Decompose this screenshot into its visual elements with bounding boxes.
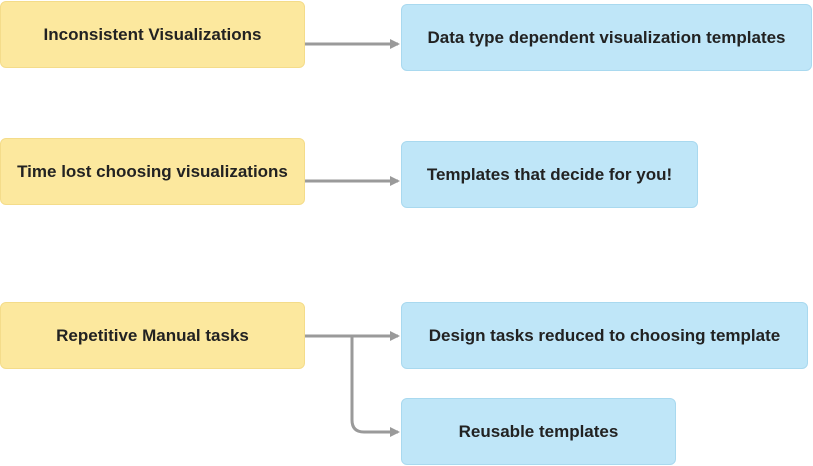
problem-label: Inconsistent Visualizations (43, 24, 262, 44)
solution-box-templates-decide: Templates that decide for you! (401, 141, 698, 208)
solution-label: Data type dependent visualization templa… (427, 27, 786, 47)
problem-box-time-lost: Time lost choosing visualizations (0, 138, 305, 205)
solution-label: Design tasks reduced to choosing templat… (428, 325, 781, 345)
solution-box-reusable-templates: Reusable templates (401, 398, 676, 465)
problem-label: Time lost choosing visualizations (17, 161, 288, 181)
arrow-row-3-branch (350, 336, 400, 437)
problem-box-repetitive-tasks: Repetitive Manual tasks (0, 302, 305, 369)
problem-label: Repetitive Manual tasks (56, 325, 249, 345)
solution-label: Reusable templates (458, 421, 619, 441)
solution-label: Templates that decide for you! (426, 164, 673, 184)
solution-box-design-tasks-reduced: Design tasks reduced to choosing templat… (401, 302, 808, 369)
solution-box-data-type-templates: Data type dependent visualization templa… (401, 4, 812, 71)
problem-box-inconsistent-visualizations: Inconsistent Visualizations (0, 1, 305, 68)
